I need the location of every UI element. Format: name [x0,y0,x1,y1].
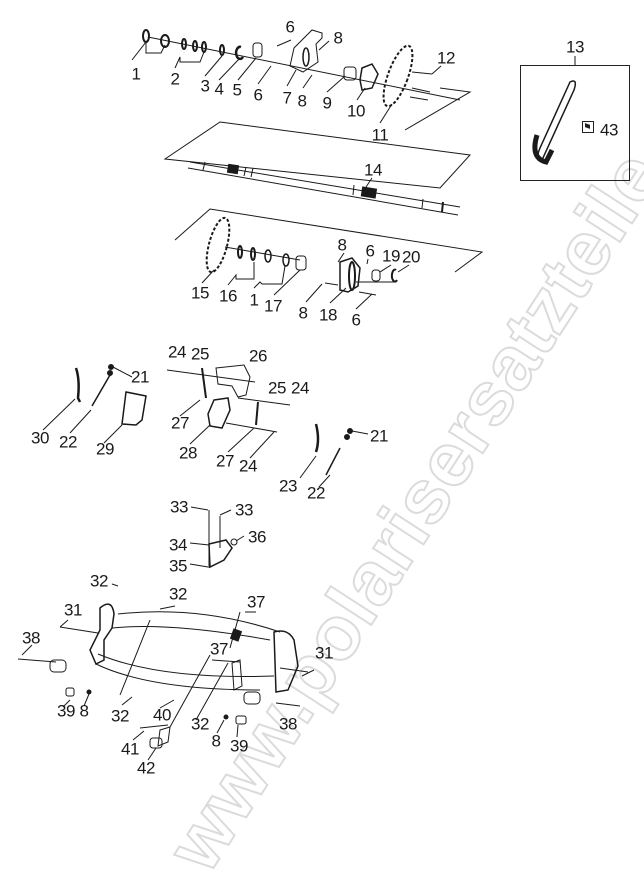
rear-axle [187,161,461,216]
callout-label-38: 38 [22,628,40,648]
callout-label-2: 2 [170,69,180,89]
brake-caliper-assembly [42,364,369,488]
callout-label-14: 14 [364,160,382,180]
upper-hub-assembly [131,29,461,124]
callout-label-37: 37 [210,639,228,659]
callout-label-8: 8 [79,701,89,721]
callout-label-34: 34 [169,535,187,555]
callout-label-1: 1 [131,64,141,84]
callout-label-18: 18 [319,305,337,325]
callout-label-4: 4 [214,79,224,99]
parts-diagram: www.polarisersatzteile.de [0,0,644,792]
callout-label-39: 39 [230,736,248,756]
callout-label-8: 8 [333,28,343,48]
callout-label-7: 7 [282,88,292,108]
callout-label-15: 15 [191,283,209,303]
callout-label-21: 21 [370,426,388,446]
drive-chain-inset [532,56,577,165]
sprocket-assembly [201,216,410,310]
callout-label-42: 42 [137,758,155,778]
callout-label-3: 3 [200,76,210,96]
diagram-drawing [17,29,577,761]
callout-label-32: 32 [90,571,108,591]
callout-label-32: 32 [169,584,187,604]
callout-label-8: 8 [337,235,347,255]
callout-label-25: 25 [268,378,286,398]
callout-label-6: 6 [253,85,263,105]
callout-label-29: 29 [96,439,114,459]
callout-label-10: 10 [347,101,365,121]
callout-label-11: 11 [371,125,389,145]
callout-label-22: 22 [59,432,77,452]
note-box-icon [582,121,594,133]
callout-label-8: 8 [298,303,308,323]
callout-label-32: 32 [191,714,209,734]
callout-label-8: 8 [211,731,221,751]
callout-label-8: 8 [297,91,307,111]
callout-label-40: 40 [153,705,171,725]
callout-label-24: 24 [168,342,186,362]
callout-label-36: 36 [248,527,266,547]
callout-label-35: 35 [169,556,187,576]
callout-label-20: 20 [402,247,420,267]
callout-label-28: 28 [179,443,197,463]
callout-label-12: 12 [437,48,455,68]
chain-inset-box [520,65,630,181]
callout-label-19: 19 [382,246,400,266]
callout-label-37: 37 [247,592,265,612]
callout-label-38: 38 [279,714,297,734]
callout-label-6: 6 [365,241,375,261]
callout-label-1: 1 [249,290,259,310]
callout-label-41: 41 [121,739,139,759]
callout-label-22: 22 [307,483,325,503]
callout-label-23: 23 [279,476,297,496]
callout-label-13: 13 [566,37,584,57]
inset-note [582,121,594,133]
callout-label-31: 31 [315,643,333,663]
callout-label-39: 39 [57,701,75,721]
callout-label-33: 33 [235,500,253,520]
callout-label-43: 43 [600,120,618,140]
callout-label-9: 9 [322,93,332,113]
callout-label-17: 17 [264,296,282,316]
callout-label-6: 6 [285,17,295,37]
callout-label-32: 32 [111,706,129,726]
mount-bracket-assembly [189,506,245,569]
callout-label-16: 16 [219,286,237,306]
callout-label-27: 27 [216,451,234,471]
callout-label-25: 25 [191,344,209,364]
callout-label-24: 24 [239,456,257,476]
callout-label-30: 30 [31,428,49,448]
callout-label-26: 26 [249,346,267,366]
upper-axle-plane [163,121,472,189]
callout-label-24: 24 [291,378,309,398]
callout-label-5: 5 [232,80,242,100]
callout-label-6: 6 [351,310,361,330]
callout-label-21: 21 [131,367,149,387]
callout-label-31: 31 [64,600,82,620]
callout-label-33: 33 [170,497,188,517]
swing-arm-frame [17,583,315,761]
callout-label-27: 27 [171,413,189,433]
